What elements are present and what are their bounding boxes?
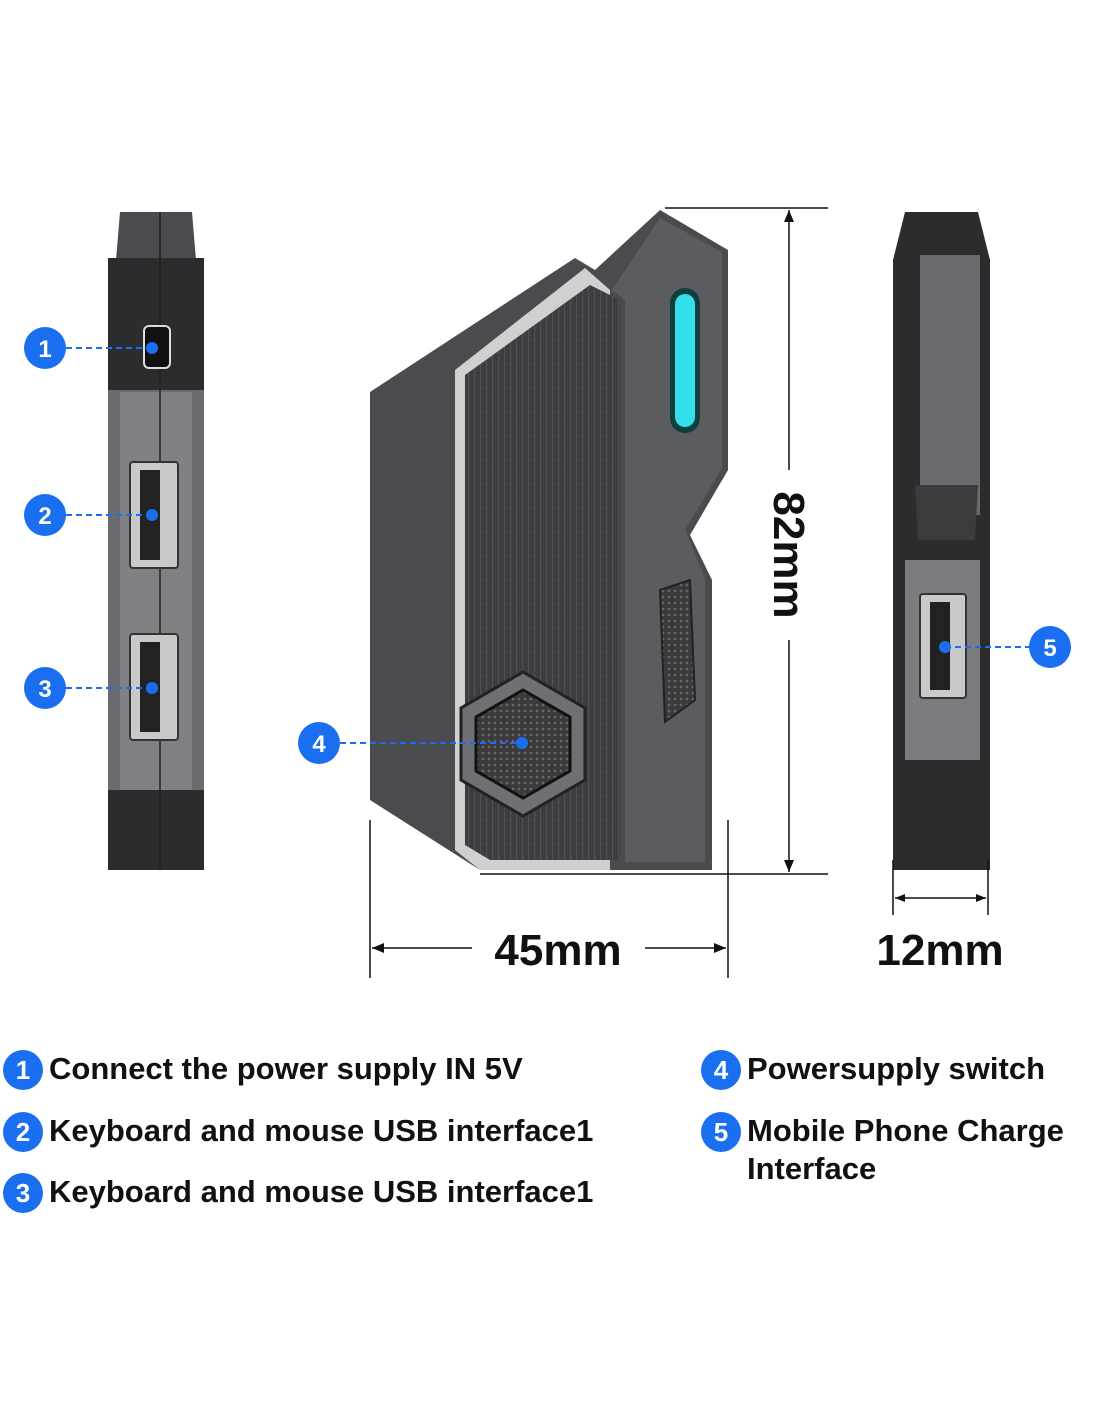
- height-label: 82mm: [764, 491, 813, 618]
- callout-5: 5: [1029, 626, 1071, 668]
- led-indicator: [675, 294, 695, 427]
- svg-text:4: 4: [312, 731, 326, 758]
- callout-leaders: [66, 347, 1030, 744]
- callout-3: 3: [24, 667, 66, 709]
- dimension-lines: [369, 207, 989, 978]
- callout-dots: [146, 342, 951, 749]
- svg-text:2: 2: [38, 503, 51, 530]
- svg-text:5: 5: [1043, 635, 1056, 662]
- callout-1: 1: [24, 327, 66, 369]
- right-side-view: [893, 212, 990, 870]
- dimension-arrows: [372, 210, 986, 953]
- svg-text:1: 1: [38, 336, 51, 363]
- svg-text:3: 3: [38, 676, 51, 703]
- callout-2: 2: [24, 494, 66, 536]
- width-label: 45mm: [494, 926, 621, 975]
- thickness-label: 12mm: [876, 926, 1003, 975]
- front-view: [370, 210, 728, 870]
- left-side-view: [108, 212, 204, 870]
- callout-4: 4: [298, 722, 340, 764]
